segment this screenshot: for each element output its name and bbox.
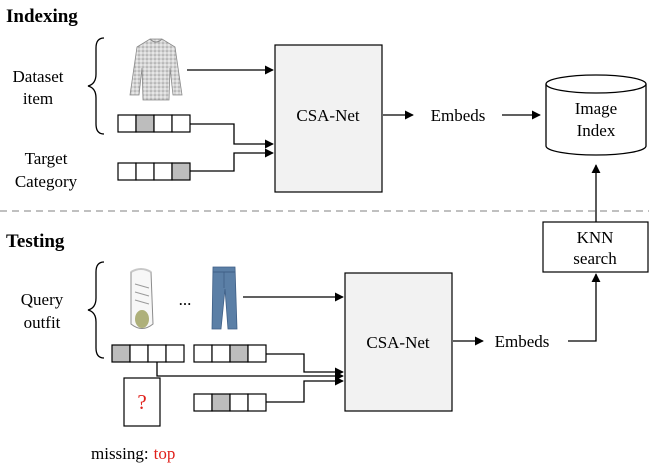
knn-label-line2: search: [573, 249, 617, 268]
vector-cell: [247, 344, 267, 363]
vector-cell: [153, 114, 173, 133]
vector-cell: [165, 344, 185, 363]
vector-cell: [135, 162, 155, 181]
missing-value: top: [154, 444, 176, 463]
vector-cell: [111, 344, 131, 363]
arrow-shoe-vector-to-net: [156, 362, 344, 381]
jeans-vector: [193, 344, 267, 363]
knn-label-line1: KNN: [577, 228, 614, 247]
vector-cell: [153, 162, 173, 181]
testing-heading: Testing: [6, 231, 65, 252]
csa-net-label-indexing: CSA-Net: [296, 106, 360, 125]
target-label-line2: Category: [15, 172, 78, 191]
arrow-embeds-to-knn: [568, 273, 601, 342]
dataset-item-vector: [117, 114, 191, 133]
arrow-target-vector-to-net: [190, 148, 274, 172]
vector-cell: [171, 114, 191, 133]
vector-cell: [193, 344, 213, 363]
vector-cell: [117, 162, 137, 181]
sneaker-icon: [130, 268, 154, 329]
csa-net-box-testing: [344, 272, 453, 412]
embeds-label-testing: Embeds: [495, 332, 550, 351]
vector-cell: [229, 344, 249, 363]
vector-cell: [211, 344, 231, 363]
jeans-icon: [211, 266, 238, 330]
vector-cell: [193, 393, 213, 412]
query-label-line2: outfit: [24, 313, 61, 332]
csa-net-label-testing: CSA-Net: [366, 333, 430, 352]
query-brace: [87, 261, 105, 359]
arrow-jeans-vector-to-net: [266, 353, 344, 377]
knn-search-box: [542, 221, 649, 273]
missing-prefix: missing:: [91, 444, 149, 463]
query-label-line1: Query: [21, 290, 64, 309]
image-index-label-line2: Index: [577, 121, 616, 140]
missing-caption: missing: top: [91, 444, 175, 463]
missing-question-mark: ?: [137, 390, 146, 414]
vector-cell: [135, 114, 155, 133]
vector-cell: [229, 393, 249, 412]
arrow-dataset-vector-to-net: [190, 123, 274, 149]
shoe-vector: [111, 344, 185, 363]
csa-net-box-indexing: [274, 44, 383, 193]
missing-item-vector: [193, 393, 267, 412]
embeds-label-indexing: Embeds: [431, 106, 486, 125]
dataset-label-line1: Dataset: [13, 67, 64, 86]
vector-cell: [147, 344, 167, 363]
image-index-label-line1: Image: [575, 99, 617, 118]
sweater-icon: [129, 38, 183, 101]
dataset-label-line2: item: [23, 89, 53, 108]
vector-cell: [247, 393, 267, 412]
vector-cell: [211, 393, 231, 412]
image-index-cylinder: [545, 74, 647, 156]
vector-cell: [129, 344, 149, 363]
arrow-missing-vector-to-net: [266, 376, 344, 403]
target-category-vector: [117, 162, 191, 181]
vector-cell: [117, 114, 137, 133]
vector-cell: [171, 162, 191, 181]
dataset-brace: [87, 37, 105, 135]
ellipsis-label: ...: [179, 290, 192, 309]
target-label-line1: Target: [25, 149, 68, 168]
indexing-heading: Indexing: [6, 6, 78, 27]
missing-item-box: [123, 377, 161, 427]
